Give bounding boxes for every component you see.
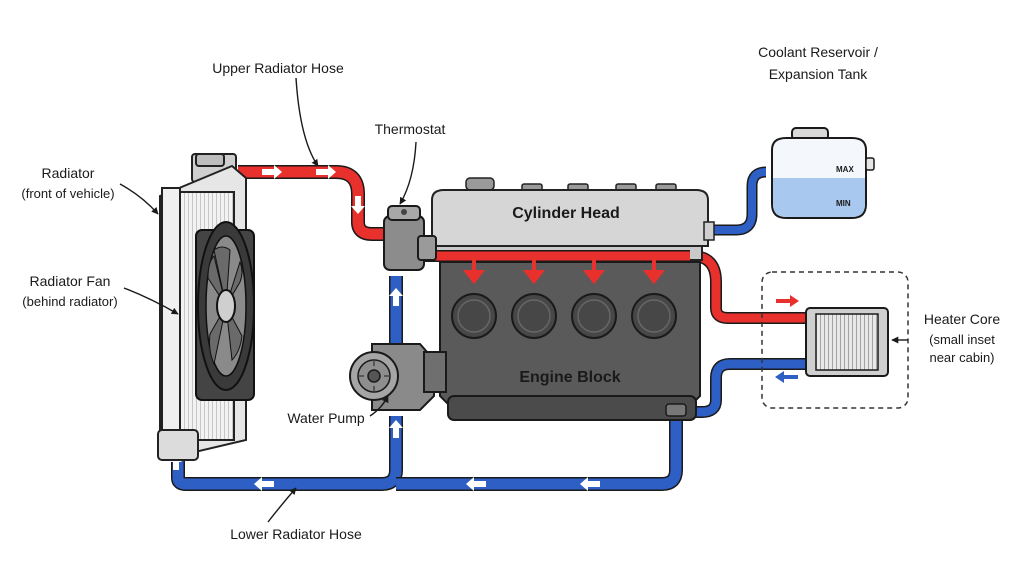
heater-out-arrow-icon bbox=[775, 371, 798, 383]
lower-hose-label: Lower Radiator Hose bbox=[230, 526, 362, 542]
fan-hub bbox=[216, 289, 236, 323]
engine-block-label: Engine Block bbox=[519, 369, 620, 386]
head-cap bbox=[465, 177, 495, 191]
lower-radiator-hose bbox=[171, 412, 683, 491]
reservoir-label-line1: Coolant Reservoir / bbox=[758, 44, 878, 60]
reservoir-label-line2: Expansion Tank bbox=[769, 66, 869, 82]
flow-arrow-right-icon bbox=[262, 165, 282, 179]
flow-arrow-right-icon bbox=[316, 165, 336, 179]
radiator-cap bbox=[195, 153, 225, 167]
labels: Upper Radiator Hose Thermostat Radiator … bbox=[21, 44, 1000, 542]
heater-supply-hose bbox=[691, 250, 812, 324]
engine: Cylinder Head Engine Block bbox=[418, 177, 715, 421]
leader-upper-hose bbox=[295, 77, 319, 167]
flow-arrow-left-icon bbox=[466, 477, 486, 491]
flow-arrow-down-icon bbox=[351, 196, 365, 214]
upper-hose-label: Upper Radiator Hose bbox=[212, 60, 344, 76]
leader-fan bbox=[123, 287, 179, 315]
fan-sublabel: (behind radiator) bbox=[22, 294, 117, 309]
upper-radiator-hose bbox=[238, 165, 392, 241]
leader-thermostat bbox=[399, 141, 417, 205]
radiator-sublabel: (front of vehicle) bbox=[21, 186, 114, 201]
oil-pan bbox=[447, 395, 697, 421]
reservoir-min-label: MIN bbox=[836, 199, 851, 208]
leader-radiator bbox=[119, 183, 159, 215]
reservoir-max-label: MAX bbox=[836, 165, 854, 174]
flow-arrow-up-icon bbox=[389, 420, 403, 438]
leader-water-pump bbox=[369, 395, 389, 417]
thermostat bbox=[383, 205, 437, 271]
thermostat-label: Thermostat bbox=[375, 121, 446, 137]
flow-arrow-left-icon bbox=[254, 477, 274, 491]
radiator-outlet bbox=[157, 429, 199, 461]
heater-core-sub1: (small inset bbox=[929, 332, 995, 347]
heater-core-sub2: near cabin) bbox=[929, 350, 994, 365]
heater-in-arrow-icon bbox=[776, 295, 799, 307]
radiator-left-tank bbox=[161, 187, 181, 451]
cylinder-head-label: Cylinder Head bbox=[512, 205, 620, 222]
flow-arrow-up-icon bbox=[389, 288, 403, 306]
leader-lines bbox=[119, 77, 908, 523]
reservoir-hose bbox=[706, 166, 767, 236]
fan-label: Radiator Fan bbox=[30, 273, 111, 289]
heater-core-label: Heater Core bbox=[924, 311, 1000, 327]
radiator-fan bbox=[195, 221, 255, 401]
water-pump bbox=[349, 343, 447, 411]
cylinder-head bbox=[431, 189, 709, 247]
heater-return-hose bbox=[676, 358, 812, 418]
heater-core-inset bbox=[761, 271, 909, 409]
coolant-reservoir: MAX MIN bbox=[771, 127, 875, 219]
head-flow-arrows bbox=[462, 258, 666, 285]
flow-arrow-left-icon bbox=[580, 477, 600, 491]
water-pump-label: Water Pump bbox=[287, 410, 364, 426]
leader-lower-hose bbox=[267, 487, 297, 523]
radiator-label: Radiator bbox=[42, 165, 95, 181]
